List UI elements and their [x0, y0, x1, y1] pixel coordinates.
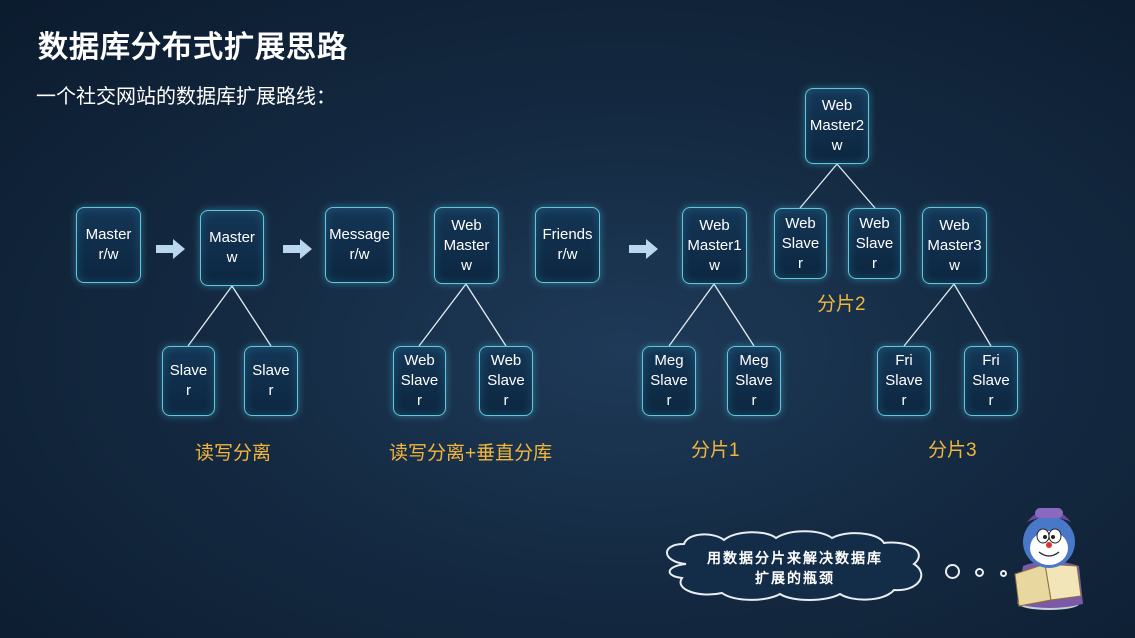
- page-title: 数据库分布式扩展思路: [38, 31, 348, 64]
- node-web-slave-r: Web Slave r: [479, 346, 533, 416]
- node-slave-r: Slave r: [244, 346, 298, 416]
- callout-text: 用数据分片来解决数据库扩展的瓶颈: [707, 550, 883, 586]
- thought-bubble-dot: [1000, 570, 1007, 577]
- node-fri-slave-r: Fri Slave r: [877, 346, 931, 416]
- node-web-master1-w: Web Master1 w: [682, 207, 747, 284]
- node-friends-rw: Friends r/w: [535, 207, 600, 283]
- mascot-illustration: [1014, 508, 1083, 610]
- node-web-master3-w: Web Master3 w: [922, 207, 987, 284]
- node-message-rw: Message r/w: [325, 207, 394, 283]
- thought-bubble-dot: [945, 564, 960, 579]
- node-master-w: Master w: [200, 210, 264, 286]
- page-subtitle: 一个社交网站的数据库扩展路线：: [36, 86, 336, 108]
- node-meg-slave-r: Meg Slave r: [642, 346, 696, 416]
- label-rw-split-vertical: 读写分离+垂直分库: [389, 443, 553, 464]
- right-arrow-icon: [156, 239, 185, 259]
- node-slave-r: Slave r: [162, 346, 215, 416]
- right-arrow-icon: [629, 239, 658, 259]
- node-meg-slave-r: Meg Slave r: [727, 346, 781, 416]
- label-rw-split: 读写分离: [195, 443, 272, 464]
- node-web-slave-r: Web Slave r: [848, 208, 901, 279]
- label-shard2: 分片2: [817, 294, 866, 315]
- node-web-slave-r: Web Slave r: [393, 346, 446, 416]
- node-fri-slave-r: Fri Slave r: [964, 346, 1018, 416]
- node-master-rw: Master r/w: [76, 207, 141, 283]
- label-shard1: 分片1: [691, 440, 740, 461]
- right-arrow-icon: [283, 239, 312, 259]
- node-web-master2-w: Web Master2 w: [805, 88, 869, 164]
- node-web-master-w: Web Master w: [434, 207, 499, 284]
- label-shard3: 分片3: [928, 440, 977, 461]
- thought-cloud: [666, 530, 923, 601]
- node-web-slave-r: Web Slave r: [774, 208, 827, 279]
- thought-bubble-dot: [975, 568, 984, 577]
